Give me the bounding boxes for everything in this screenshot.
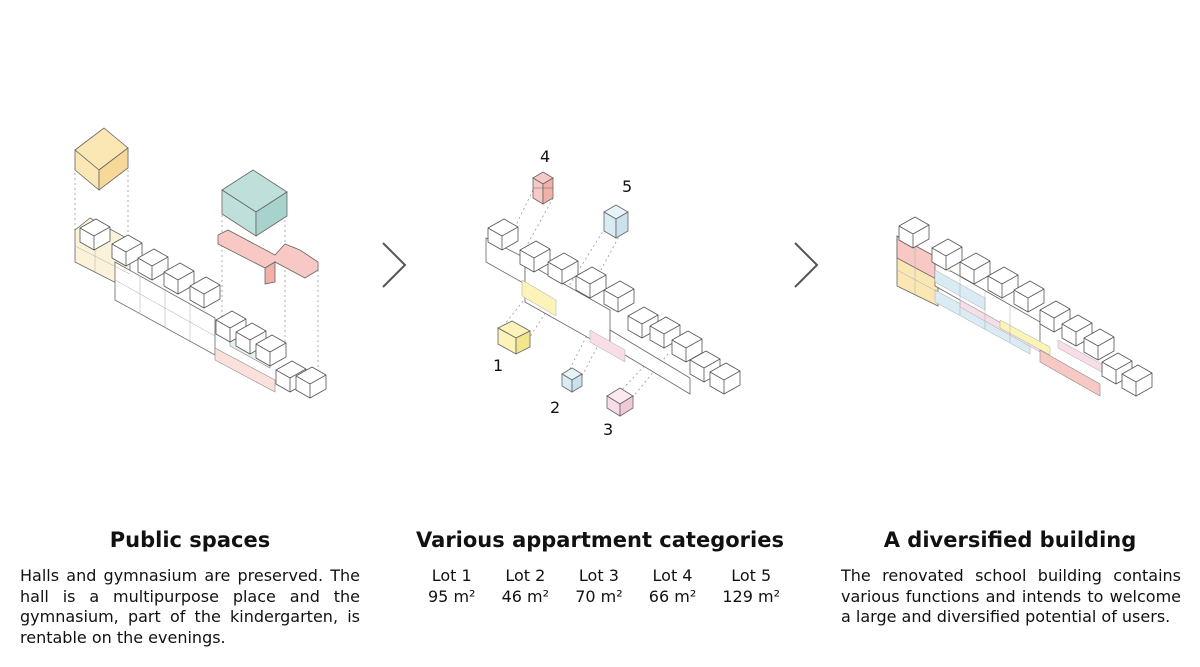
lot-name: Lot 1: [431, 566, 472, 585]
kindergarten-volume: [217, 229, 319, 285]
diversified-building-diagram: [896, 216, 1153, 397]
panel-3-title: A diversified building: [883, 528, 1137, 552]
lot-list: Lot 1 95 m² Lot 2 46 m² Lot 3 70 m² Lot …: [428, 566, 780, 607]
lot-item: Lot 3 70 m²: [575, 566, 622, 607]
lot-name: Lot 5: [731, 566, 772, 585]
apartment-categories-diagram: 1 2 3 4 5: [485, 147, 741, 439]
lot-item: Lot 5 129 m²: [722, 566, 780, 607]
hall-volume: [74, 127, 129, 191]
lot-3-volume: [606, 387, 634, 417]
lot-5-volume: [603, 204, 629, 239]
unit-number-1: 1: [493, 356, 503, 375]
lot-area: 66 m²: [648, 586, 697, 606]
unit-number-3: 3: [603, 420, 613, 439]
unit-number-2: 2: [550, 398, 560, 417]
lot-4-volume: [532, 171, 554, 205]
lot-area: 46 m²: [501, 586, 550, 606]
chevron-right-icon: [382, 242, 407, 288]
lot-area: 95 m²: [428, 586, 476, 606]
projection-lines: [74, 150, 319, 375]
lot-area: 70 m²: [575, 586, 623, 606]
unit-number-4: 4: [540, 147, 550, 166]
lot-item: Lot 4 66 m²: [649, 566, 696, 607]
panel-3-description: The renovated school building contains v…: [841, 566, 1181, 626]
lot-name: Lot 2: [505, 566, 546, 585]
public-spaces-diagram: [74, 127, 327, 399]
lot-1-volume: [497, 320, 531, 355]
school-building: [74, 217, 327, 399]
unit-number-5: 5: [622, 177, 632, 196]
lot-item: Lot 1 95 m²: [428, 566, 475, 607]
apartment-building: [485, 218, 741, 395]
lot-name: Lot 4: [652, 566, 693, 585]
chevron-right-icon: [794, 242, 819, 288]
gymnasium-volume: [221, 169, 288, 237]
lot-area: 129 m²: [722, 586, 780, 606]
lot-2-volume: [561, 367, 583, 393]
panel-1-description: Halls and gymnasium are preserved. The h…: [20, 566, 360, 647]
panel-2-title: Various appartment categories: [416, 528, 784, 552]
panel-1-title: Public spaces: [109, 528, 271, 552]
lot-item: Lot 2 46 m²: [502, 566, 549, 607]
lot-name: Lot 3: [578, 566, 619, 585]
